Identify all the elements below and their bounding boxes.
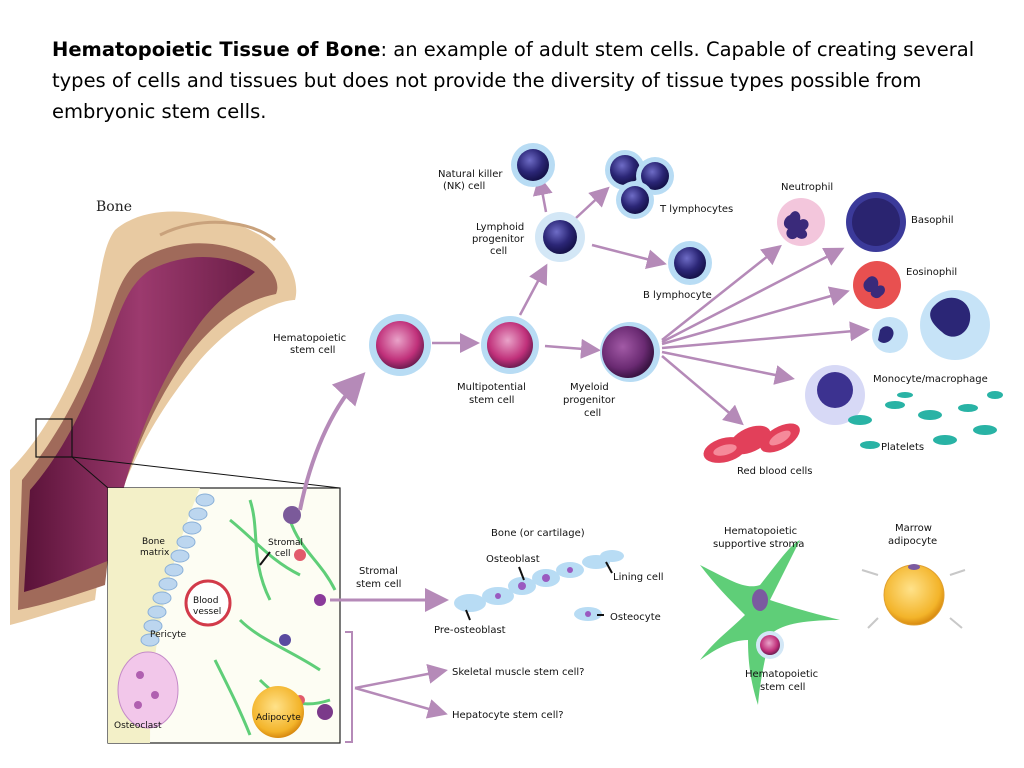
cells <box>369 143 1003 705</box>
marrow-inset: Bone matrix Stromal cell Blood vessel Pe… <box>107 487 341 744</box>
bone-matrix-label-1: Bone <box>142 537 165 547</box>
monocyte-label: Monocyte/macrophage <box>873 374 988 385</box>
bone-cartilage-label: Bone (or cartilage) <box>491 528 585 539</box>
osteoclast-label: Osteoclast <box>114 721 162 731</box>
adipocyte-label: Adipocyte <box>256 713 301 723</box>
hepatocyte-label: Hepatocyte stem cell? <box>452 710 564 721</box>
myeloid-label-3: cell <box>584 408 601 419</box>
supportive-label-1: Hematopoietic <box>724 526 797 537</box>
pericyte-label: Pericyte <box>150 630 187 640</box>
t-lymphocyte-cells <box>605 150 674 219</box>
supportive-stroma-cell <box>700 540 840 705</box>
b-lymphocyte-label: B lymphocyte <box>643 290 712 301</box>
blood-vessel-label-1: Blood <box>193 596 218 606</box>
basophil-label: Basophil <box>911 215 954 226</box>
nk-label-2: (NK) cell <box>443 181 485 192</box>
rbc-label: Red blood cells <box>737 466 812 477</box>
platelets-label: Platelets <box>881 442 924 453</box>
lymphoid-label-1: Lymphoid <box>476 222 524 233</box>
bone-label: Bone <box>96 199 132 215</box>
eosinophil-label: Eosinophil <box>906 267 957 278</box>
neutrophil-label: Neutrophil <box>781 182 833 193</box>
myeloid-label-1: Myeloid <box>570 382 609 393</box>
blood-vessel-label-2: vessel <box>193 607 221 617</box>
hsc-bottom-label-2: stem cell <box>760 682 805 693</box>
hsc-label-2: stem cell <box>290 345 335 356</box>
lining-cell-label: Lining cell <box>613 572 664 583</box>
skeletal-label: Skeletal muscle stem cell? <box>452 667 585 678</box>
stromal-stem-label-2: stem cell <box>356 579 401 590</box>
slide-heading: Hematopoietic Tissue of Bone: an example… <box>52 34 1002 127</box>
zoom-box <box>35 418 73 458</box>
osteocyte-label: Osteocyte <box>610 612 661 623</box>
stromal-cell-label-1: Stromal <box>268 538 303 548</box>
lymphoid-label-3: cell <box>490 246 507 257</box>
bone-matrix-label-2: matrix <box>140 548 170 558</box>
multipotential-label-1: Multipotential <box>457 382 526 393</box>
t-lymphocytes-label: T lymphocytes <box>659 204 733 215</box>
marrow-adipocyte-cell <box>861 564 966 629</box>
lymphoid-label-2: progenitor <box>472 234 525 245</box>
stromal-stem-label-1: Stromal <box>359 566 398 577</box>
heading-text: : an example of adult stem cells. Capabl… <box>52 38 975 123</box>
marrow-adipocyte-label-2: adipocyte <box>888 536 937 547</box>
osteoblast-cells <box>454 550 624 621</box>
nk-label-1: Natural killer <box>438 169 503 180</box>
stromal-cell-label-2: cell <box>275 549 291 559</box>
platelets-cells <box>848 391 1003 449</box>
hsc-bottom-label-1: Hematopoietic <box>745 669 818 680</box>
bone-illustration: Bone <box>10 199 341 625</box>
red-blood-cells <box>703 423 800 463</box>
osteoblast-label: Osteoblast <box>486 554 540 565</box>
pre-osteoblast-label: Pre-osteoblast <box>434 625 506 636</box>
multipotential-label-2: stem cell <box>469 395 514 406</box>
heading-bold: Hematopoietic Tissue of Bone <box>52 38 381 61</box>
supportive-label-2: supportive stroma <box>713 539 804 550</box>
hsc-label-1: Hematopoietic <box>273 333 346 344</box>
myeloid-label-2: progenitor <box>563 395 616 406</box>
marrow-adipocyte-label-1: Marrow <box>895 523 932 534</box>
lineage-arrows <box>298 175 870 719</box>
